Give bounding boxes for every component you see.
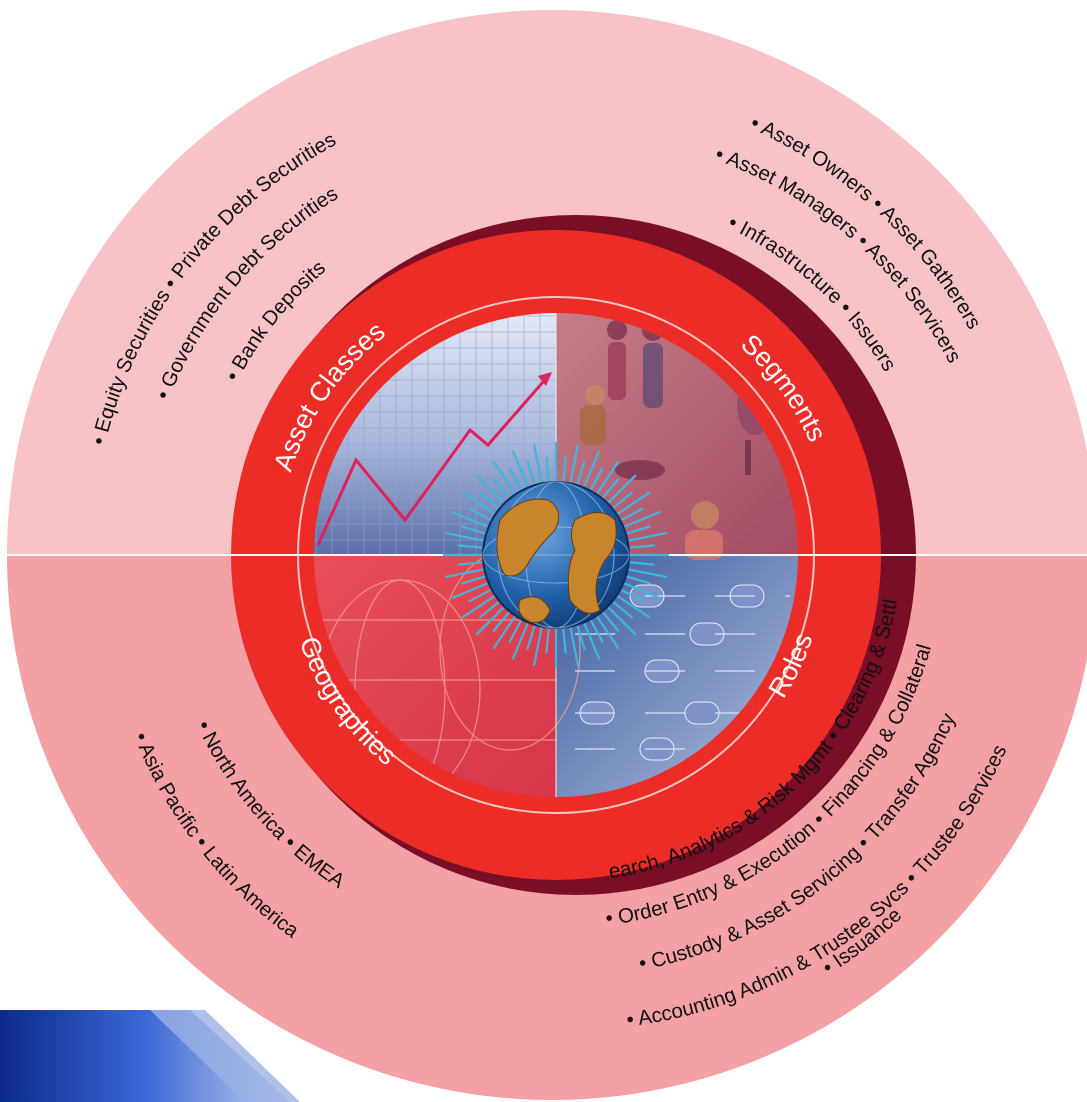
chevron-arrow-icon	[0, 1010, 300, 1102]
inner-quadrants	[314, 313, 798, 797]
globe-icon	[442, 441, 670, 669]
growth-line-icon	[316, 373, 552, 546]
process-step	[684, 701, 720, 725]
growth-arrowhead-icon	[538, 372, 552, 386]
